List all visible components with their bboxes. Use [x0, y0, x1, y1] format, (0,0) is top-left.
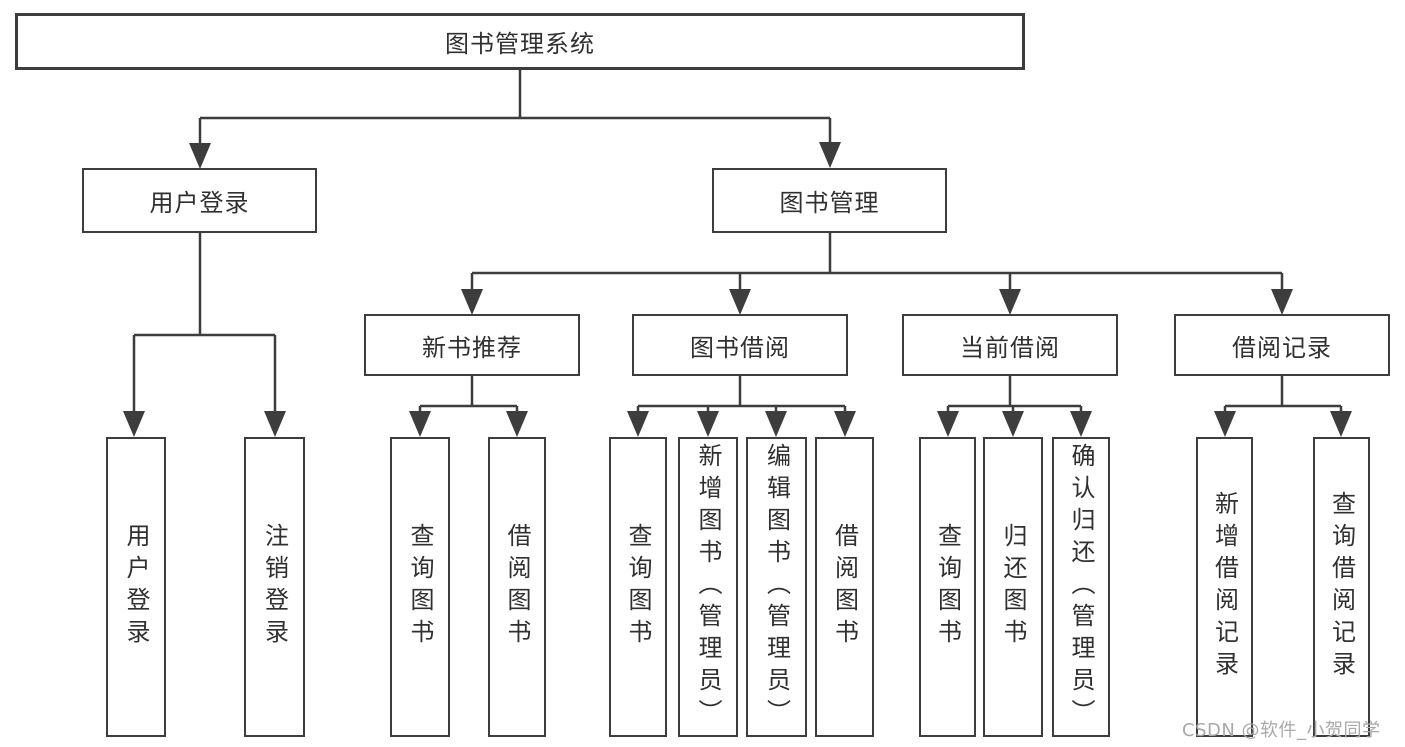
node-add-books-admin: 新增图书（管理员） [678, 437, 738, 737]
node-add-borrow-record-label: 新增借阅记录 [1210, 491, 1239, 683]
node-login-action: 用户登录 [106, 437, 166, 737]
node-logout-action-label: 注销登录 [260, 523, 289, 651]
node-query-books: 查询图书 [609, 437, 667, 737]
csdn-watermark: CSDN @软件_小贺同学 [1182, 720, 1381, 741]
node-current-borrowing: 当前借阅 [902, 314, 1118, 376]
node-book-management-label: 图书管理 [779, 189, 880, 217]
node-login-action-label: 用户登录 [122, 523, 150, 651]
node-query-books: 查询图书 [919, 437, 976, 737]
node-user-login: 用户登录 [82, 168, 317, 233]
node-borrow-books-label: 借阅图书 [830, 523, 859, 651]
node-query-books-label: 查询图书 [406, 523, 434, 651]
node-confirm-return-admin: 确认归还（管理员） [1052, 437, 1110, 737]
node-edit-books-admin: 编辑图书（管理员） [746, 437, 807, 737]
node-query-books-label: 查询图书 [624, 523, 652, 651]
node-add-borrow-record: 新增借阅记录 [1196, 437, 1253, 737]
node-edit-books-admin-label: 编辑图书（管理员） [762, 443, 791, 731]
node-query-books-label: 查询图书 [933, 523, 962, 651]
node-current-borrowing-label: 当前借阅 [960, 333, 1060, 362]
node-query-borrow-record: 查询借阅记录 [1313, 437, 1370, 737]
node-new-book-recommend: 新书推荐 [364, 314, 580, 376]
node-book-management: 图书管理 [712, 168, 947, 233]
node-borrow-books: 借阅图书 [488, 437, 546, 737]
node-root-label: 图书管理系统 [445, 30, 595, 58]
node-user-login-label: 用户登录 [149, 189, 250, 217]
node-add-books-admin-label: 新增图书（管理员） [694, 443, 722, 731]
node-book-borrowing-label: 图书借阅 [690, 333, 790, 362]
node-query-books: 查询图书 [390, 437, 450, 737]
node-borrowing-records: 借阅记录 [1174, 314, 1390, 376]
node-borrowing-records-label: 借阅记录 [1232, 333, 1332, 362]
node-borrow-books: 借阅图书 [815, 437, 874, 737]
node-return-books: 归还图书 [983, 437, 1043, 737]
node-return-books-label: 归还图书 [999, 523, 1027, 651]
node-borrow-books-label: 借阅图书 [503, 523, 531, 651]
node-root: 图书管理系统 [15, 13, 1025, 70]
node-book-borrowing: 图书借阅 [632, 314, 848, 376]
node-new-book-recommend-label: 新书推荐 [422, 333, 522, 362]
node-query-borrow-record-label: 查询借阅记录 [1327, 491, 1356, 683]
node-confirm-return-admin-label: 确认归还（管理员） [1067, 443, 1095, 731]
node-logout-action: 注销登录 [244, 437, 305, 737]
